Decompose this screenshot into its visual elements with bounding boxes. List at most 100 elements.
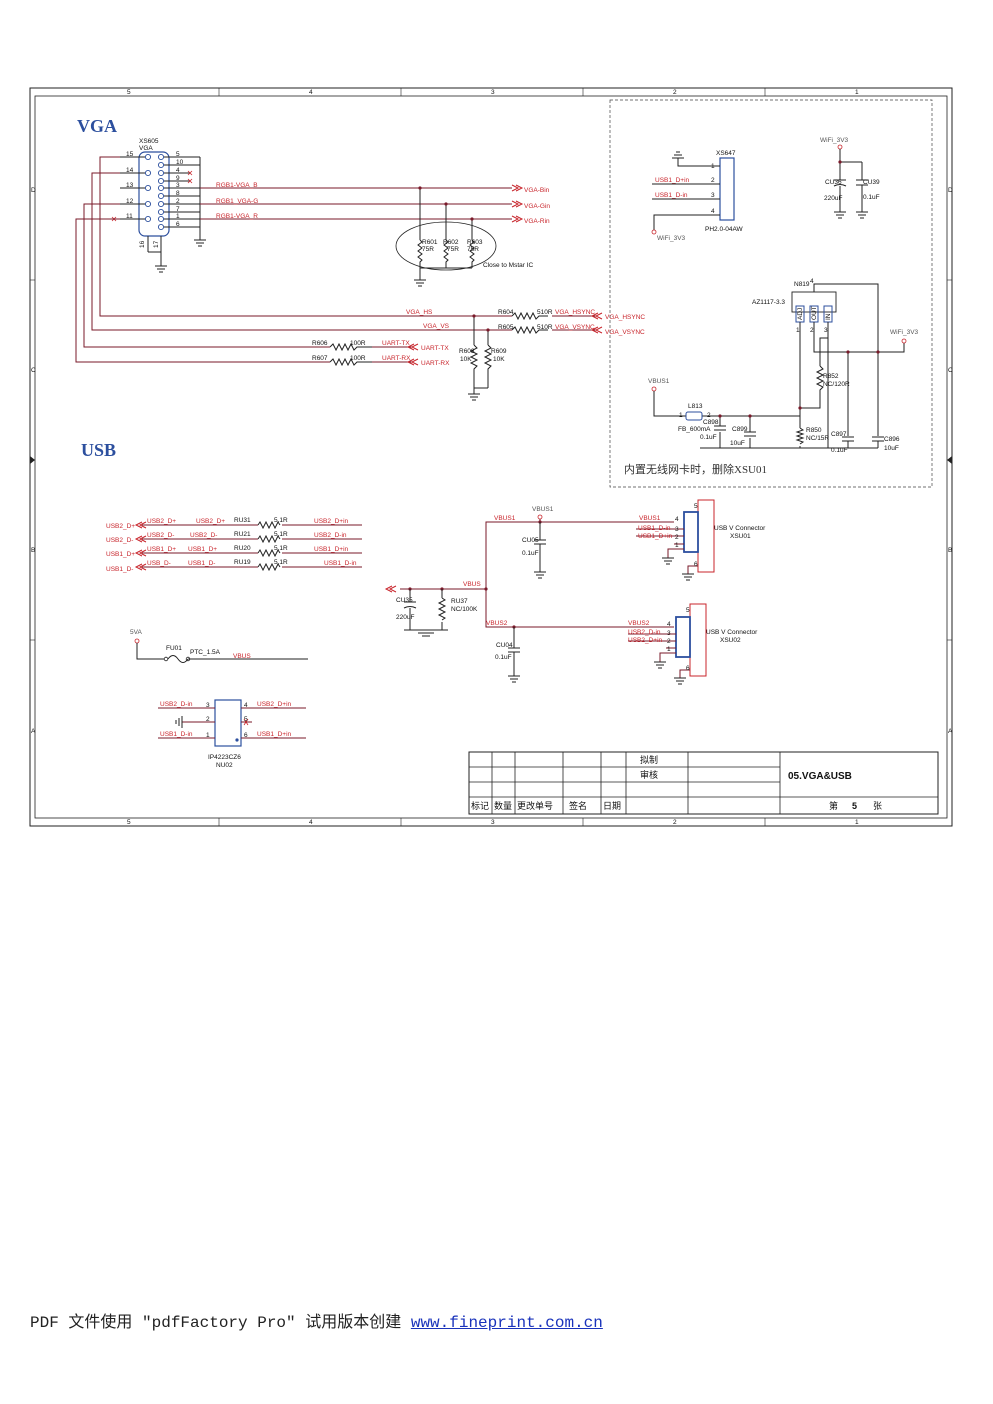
footer-link[interactable]: www.fineprint.com.cn bbox=[410, 1314, 603, 1332]
net-vbus1-c: VBUS1 bbox=[639, 515, 661, 522]
c898-val: 0.1uF bbox=[700, 434, 717, 441]
net-vbus2-b: VBUS2 bbox=[628, 620, 650, 627]
vga-section-title: VGA bbox=[77, 116, 117, 136]
net-usb-dm: USB_D- bbox=[147, 560, 171, 567]
ground-icon bbox=[674, 677, 686, 685]
vga-pin-12: 12 bbox=[126, 198, 134, 205]
footer-text: PDF 文件使用 "pdfFactory Pro" 试用版本创建 bbox=[30, 1314, 411, 1332]
net-vga-bin: VGA-Bin bbox=[524, 187, 550, 194]
r608-val: 10K bbox=[460, 356, 472, 363]
vga-pin-15: 15 bbox=[126, 151, 134, 158]
wifi-block: XS647 PH2.0-04AW 1 2 3 4 USB1_D+in USB1_… bbox=[609, 99, 933, 488]
net-usb1-dm-in: USB1_D-in bbox=[638, 525, 671, 532]
xsu01-ref: XSU01 bbox=[730, 533, 751, 540]
net-vbus1: VBUS1 bbox=[532, 506, 554, 513]
r602-val: 75R bbox=[447, 246, 459, 253]
net-port-icon bbox=[406, 358, 419, 366]
net-usb1-dp-in: USB1_D+in bbox=[655, 177, 690, 184]
net-port-icon bbox=[590, 312, 603, 320]
port-usb2-dp: USB2_D+ bbox=[106, 523, 135, 530]
cu39-val: 0.1uF bbox=[863, 194, 880, 201]
ruler-right-d: D bbox=[948, 187, 953, 194]
connector-xs647: XS647 PH2.0-04AW 1 2 3 4 USB1_D+in USB1_… bbox=[651, 150, 744, 242]
vga-pin-10: 10 bbox=[176, 159, 184, 166]
net-usb2-dm-in: USB2_D-in bbox=[160, 701, 193, 708]
resistor-r605 bbox=[511, 325, 548, 335]
net-uart-rx: UART-RX bbox=[421, 360, 450, 367]
ferrite-bead-icon bbox=[685, 411, 703, 421]
net-wifi-3v3: WiFi_3V3 bbox=[890, 329, 919, 336]
ru37-val: NC/100K bbox=[451, 606, 478, 613]
xsu02-ref: XSU02 bbox=[720, 637, 741, 644]
net-wifi-3v3: WiFi_3V3 bbox=[820, 137, 849, 144]
port-usb1-dp: USB1_D+ bbox=[106, 551, 135, 558]
ruler-left-d: D bbox=[31, 187, 36, 194]
r602-ref: R602 bbox=[443, 239, 459, 246]
ruler-right-c: C bbox=[948, 367, 953, 374]
net-port-icon bbox=[511, 184, 524, 192]
drawing-title: 05.VGA&USB bbox=[788, 771, 852, 782]
c896-val: 10uF bbox=[884, 445, 899, 452]
r601-ref: R601 bbox=[422, 239, 438, 246]
vga-pin-6: 6 bbox=[176, 221, 180, 228]
cu05-val: 0.1uF bbox=[522, 550, 539, 557]
nu02-pin-5: 5 bbox=[244, 716, 248, 723]
net-usb2-dp-2: USB2_D+ bbox=[196, 518, 225, 525]
xsu02-title: USB V Connector bbox=[706, 629, 758, 636]
ru21-val: 5.1R bbox=[274, 531, 288, 538]
ru31-ref: RU31 bbox=[234, 517, 251, 524]
nu02-pin-2: 2 bbox=[206, 716, 210, 723]
ground-icon bbox=[155, 265, 167, 273]
r608-ref: R608 bbox=[459, 348, 475, 355]
xs647-pin-2: 2 bbox=[711, 177, 715, 184]
usb-data-lines: USB2_D+ USB2_D- USB1_D+ USB1_D- USB2_D+ … bbox=[106, 517, 362, 573]
sheet-number: 5 bbox=[852, 801, 857, 811]
ruler-top-5: 5 bbox=[127, 89, 131, 96]
r603-val: 75R bbox=[467, 246, 479, 253]
cu04-ref: CU04 bbox=[496, 642, 513, 649]
vga-pin-11: 11 bbox=[126, 213, 133, 220]
ru20-ref: RU20 bbox=[234, 545, 251, 552]
net-port-icon bbox=[134, 521, 147, 529]
l813-val: FB_600mA bbox=[678, 426, 711, 433]
net-usb1-dm-in: USB1_D-in bbox=[324, 560, 357, 567]
xs647-pin-4: 4 bbox=[711, 208, 715, 215]
nu02-ref: NU02 bbox=[216, 762, 233, 769]
xs647-ref: XS647 bbox=[716, 150, 736, 157]
vga-pin-7: 7 bbox=[176, 206, 180, 213]
n819-tab-pin: 4 bbox=[810, 278, 814, 285]
n819-pin-in: IN bbox=[825, 313, 832, 320]
net-usb2-dp-in: USB2_D+in bbox=[628, 637, 663, 644]
net-rgb-r: RGB1-VGA_R bbox=[216, 213, 258, 220]
ruler-top-1: 1 bbox=[855, 89, 859, 96]
ru20-val: 5.1R bbox=[274, 545, 288, 552]
c898-ref: C898 bbox=[703, 419, 719, 426]
ground-icon bbox=[672, 151, 684, 159]
net-usb2-dp: USB2_D+ bbox=[147, 518, 176, 525]
resistor-ru20 bbox=[257, 548, 281, 558]
ground-icon bbox=[682, 573, 694, 581]
col-change-no: 更改单号 bbox=[517, 800, 553, 811]
vga-pin-5: 5 bbox=[176, 151, 180, 158]
ruler-right-b: B bbox=[948, 547, 952, 554]
xsu02-pin-2: 2 bbox=[667, 638, 671, 645]
n819-pin-1: 1 bbox=[796, 327, 800, 334]
vga-sync-uart: VGA_HS VGA_VS R604 510R R605 510R VGA_HS… bbox=[75, 156, 645, 401]
usb-section-title: USB bbox=[81, 440, 116, 460]
r852-ref: R852 bbox=[823, 373, 839, 380]
ground-icon bbox=[414, 279, 426, 287]
ruler-top-2: 2 bbox=[673, 89, 677, 96]
vga-connector: XS605 VGA 15 bbox=[111, 138, 206, 273]
ruler-bottom-2: 2 bbox=[673, 819, 677, 826]
wifi-note: 内置无线网卡时，删除XSU01 bbox=[624, 462, 767, 476]
ru37-ref: RU37 bbox=[451, 598, 468, 605]
n819-pin-adj: ADJ bbox=[797, 308, 804, 320]
net-vga-vsync: VGA_VSYNC bbox=[605, 329, 645, 336]
n819-pin-out: OUT bbox=[811, 306, 818, 320]
l813-ref: L813 bbox=[688, 403, 703, 410]
vga-pin-8: 8 bbox=[176, 190, 180, 197]
xsu01-pin-6: 6 bbox=[694, 561, 698, 568]
ruler-left-a: A bbox=[31, 728, 36, 735]
ruler-top-4: 4 bbox=[309, 89, 313, 96]
r605-val: 510R bbox=[537, 324, 553, 331]
